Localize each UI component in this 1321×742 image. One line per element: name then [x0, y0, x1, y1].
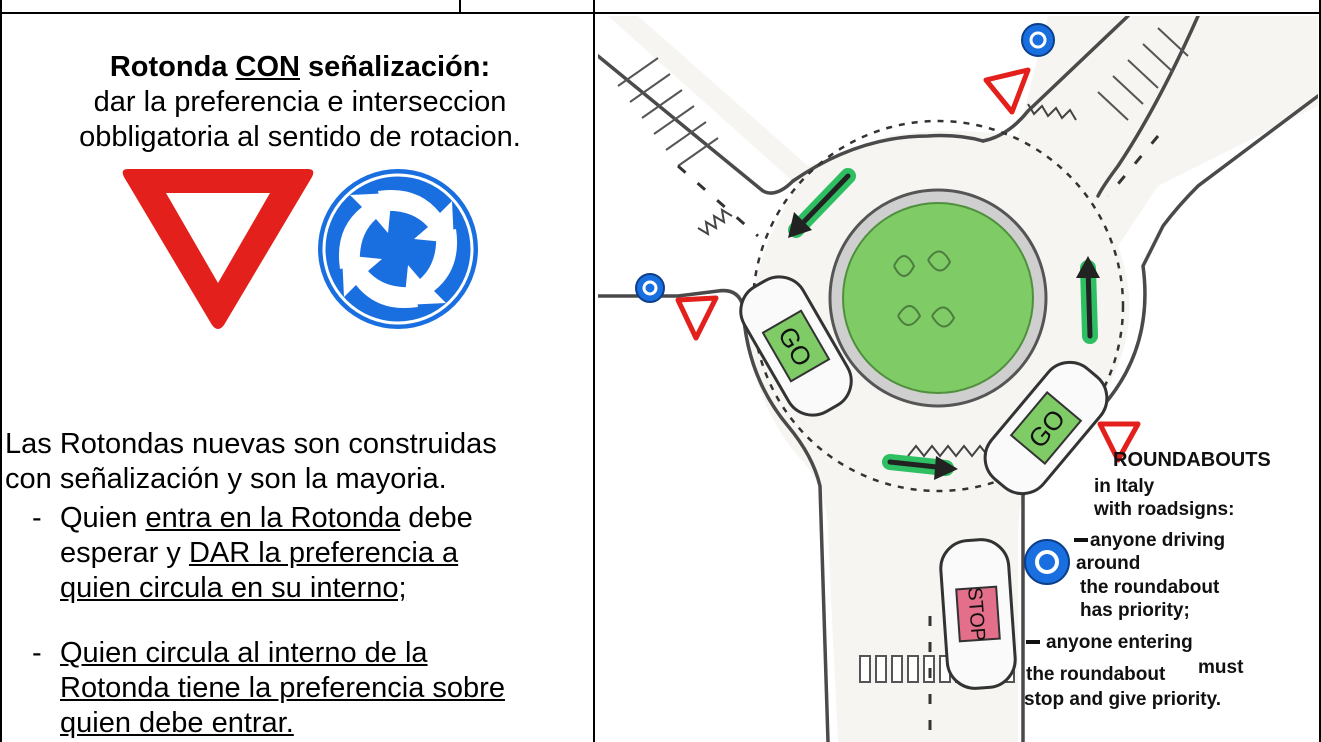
caption-b2-line1: anyone entering — [1046, 632, 1193, 653]
roundabout-sign-small-icon — [1024, 539, 1070, 585]
yield-sign-small-icon — [1097, 421, 1141, 463]
table-border-top-cell — [459, 0, 461, 13]
intro-line1: Las Rotondas nuevas son construidas — [5, 428, 497, 460]
bullet-item-circulate: - Quien circula al interno de la Rotonda… — [32, 637, 505, 739]
caption-line2: in Italy — [1094, 476, 1155, 497]
yield-sign-small-icon — [983, 67, 1031, 115]
roundabout-sign-icon — [318, 169, 478, 329]
yield-sign-icon — [122, 169, 314, 329]
table-border-middle — [593, 0, 595, 742]
car-go-left — [739, 275, 853, 417]
car-stop — [939, 538, 1017, 690]
caption-b1-line3: the roundabout — [1080, 577, 1220, 598]
caption-line3: with roadsigns: — [1093, 499, 1234, 520]
table-border-top-row — [0, 12, 1321, 14]
explanation-block: Las Rotondas nuevas son construidas con … — [0, 427, 590, 741]
caption-b2-line2a: the roundabout — [1026, 664, 1166, 685]
caption-bullet-2 — [1026, 640, 1040, 644]
caption-b1-line1: anyone driving — [1090, 530, 1225, 551]
intro-line2: con señalización y son la mayoria. — [5, 463, 447, 495]
heading-subtitle-line1: dar la preferencia e interseccion — [93, 86, 507, 118]
caption-title: ROUNDABOUTS — [1113, 449, 1271, 471]
direction-arrows — [788, 168, 1100, 480]
heading-title: Rotonda CON señalización: — [109, 51, 491, 83]
bullet-dash: - — [32, 637, 42, 669]
car-label-stop: STOP — [963, 586, 989, 641]
roundabout-drawing: GO GO STOP ROUNDABOUTS in Italy with roa… — [598, 16, 1318, 742]
roundabout-sign-small-icon — [1021, 23, 1055, 57]
table-border-left — [0, 0, 2, 742]
bullet-dash: - — [32, 502, 42, 534]
caption-b1-line4: has priority; — [1080, 600, 1190, 621]
caption-b2-line2b: must — [1198, 657, 1244, 678]
roundabout-sign-small-icon — [635, 273, 665, 303]
heading-subtitle-line2: obbligatoria al sentido de rotacion. — [79, 121, 521, 153]
caption-bullet-1 — [1074, 538, 1088, 542]
yield-sign-small-icon — [675, 295, 719, 341]
car-go-right — [983, 360, 1109, 496]
caption-b1-line2: around — [1076, 553, 1140, 574]
table-border-right — [1319, 0, 1321, 742]
bullet-item-enter: - Quien entra en la Rotonda debe esperar… — [32, 502, 473, 604]
left-heading-block: Rotonda CON señalización: dar la prefere… — [10, 50, 590, 155]
caption-b2-line3: stop and give priority. — [1024, 689, 1221, 710]
road-signs — [122, 169, 478, 329]
